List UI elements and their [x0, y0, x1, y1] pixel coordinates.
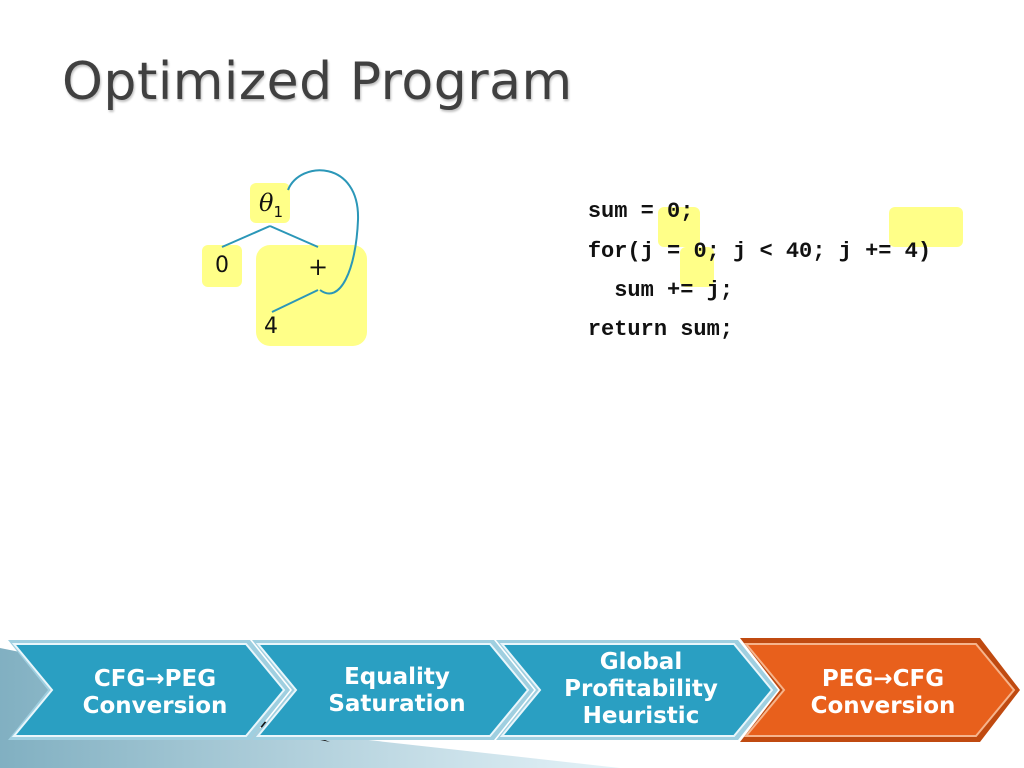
- step-label-line: Saturation: [328, 691, 466, 717]
- pipeline-bar: [0, 638, 1020, 768]
- four-node: 4: [264, 314, 278, 339]
- code-text: for(j =: [587, 239, 694, 264]
- code-line-3: sum += j;: [535, 253, 733, 328]
- pipeline-step-4-active: [740, 638, 1020, 742]
- pipeline-step-2-label: Equality Saturation: [297, 664, 497, 718]
- code-block: sum = 0; for(j = 0; j < 40; j += 4) sum …: [535, 174, 963, 367]
- pipeline-step-1: [8, 640, 290, 740]
- pipeline-step-3-label: Global Profitability Heuristic: [541, 649, 741, 730]
- theta-node-highlight: [250, 183, 290, 223]
- pipeline-step-1-label: CFG→PEG Conversion: [55, 666, 255, 720]
- code-text: ): [917, 239, 932, 264]
- step-label-line: PEG→CFG: [821, 666, 945, 692]
- step-label-line: CFG→PEG: [93, 666, 217, 692]
- edge-theta-zero: [221, 225, 271, 248]
- pipeline-step-3: [496, 640, 778, 740]
- pipeline-step-2: [252, 640, 534, 740]
- code-text: j < 40; j: [719, 239, 866, 264]
- code-line-2: for(j = 0; j < 40; j += 4): [535, 214, 931, 289]
- plus-four-group-highlight: [256, 245, 367, 346]
- step-label-line: Conversion: [82, 693, 228, 719]
- zero-node-highlight: [202, 245, 242, 287]
- step-label-line: Heuristic: [582, 703, 700, 729]
- slide-title: Optimized Program: [62, 52, 573, 112]
- edge-theta-plus: [269, 225, 319, 248]
- zero-node: 0: [215, 253, 229, 278]
- step-label-line: Equality: [344, 664, 450, 690]
- peg-diagram: [202, 169, 367, 346]
- code-text: sum = 0;: [587, 199, 694, 224]
- step-label-line: Profitability: [564, 676, 718, 702]
- code-text: sum +=: [587, 278, 694, 303]
- code-j-value: j;: [693, 278, 734, 303]
- code-line-1: sum = 0;: [535, 174, 694, 249]
- edge-plus-theta-backedge: [287, 169, 360, 295]
- theta-node: θ1: [259, 189, 283, 221]
- plus-node: +: [308, 253, 329, 281]
- theta-symbol: θ: [259, 189, 274, 217]
- code-line-4: return sum;: [535, 292, 733, 367]
- step-label-line: Conversion: [810, 693, 956, 719]
- step-label-line: Global: [599, 649, 683, 675]
- code-text: return sum;: [587, 317, 734, 342]
- theta-subscript: 1: [273, 202, 283, 221]
- code-highlight-init: [658, 207, 700, 247]
- edge-plus-four: [271, 289, 319, 313]
- code-highlight-j: [680, 247, 714, 287]
- code-init-value: 0;: [693, 239, 720, 264]
- pipeline-step-4-label: PEG→CFG Conversion: [783, 666, 983, 720]
- code-step-value: += 4: [865, 239, 918, 264]
- code-highlight-step: [889, 207, 963, 247]
